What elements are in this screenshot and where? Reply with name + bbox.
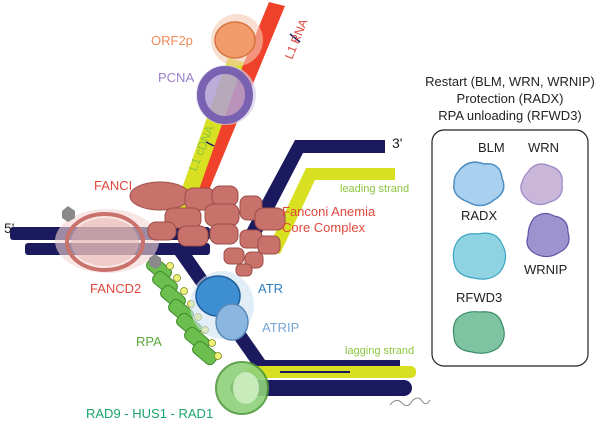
separator-2: - xyxy=(167,406,179,421)
legend-line-2: Protection (RADX) xyxy=(457,91,564,106)
wrnip-blob xyxy=(526,212,570,258)
rpa-label: RPA xyxy=(136,334,162,349)
fanconi-label-line1: Fanconi Anemia xyxy=(282,204,376,219)
fancd2-complex xyxy=(55,209,159,273)
atrip-label: ATRIP xyxy=(262,320,299,335)
signature xyxy=(389,397,431,407)
radx-blob xyxy=(452,232,507,280)
legend-rfwd3-label: RFWD3 xyxy=(456,290,502,305)
fancd2-label: FANCD2 xyxy=(90,281,141,296)
orf2p-label: ORF2p xyxy=(151,33,193,48)
legend-wrnip-label: WRNIP xyxy=(524,262,567,277)
rpa-hexagon xyxy=(149,254,161,269)
rad1-text: RAD1 xyxy=(179,406,214,421)
three-prime-label: 3' xyxy=(392,135,402,151)
rad9-hus1-rad1-label: RAD9 - HUS1 - RAD1 xyxy=(86,406,213,421)
hexagon-marker xyxy=(62,206,75,222)
pcna-clamp xyxy=(196,65,256,125)
l1-rna-label: L1 RNA xyxy=(282,17,311,61)
leading-strand xyxy=(268,168,395,254)
legend-line-1: Restart (BLM, WRN, WRNIP) xyxy=(425,74,595,89)
pcna-label: PCNA xyxy=(158,70,194,85)
legend-panel: Restart (BLM, WRN, WRNIP) Protection (RA… xyxy=(425,74,595,367)
atr-atrip-complex xyxy=(190,271,254,341)
rfwd3-blob xyxy=(452,311,505,354)
fanconi-label-line2: Core Complex xyxy=(282,220,366,235)
diagram-labels: ORF2p L1 RNA PCNA L1 cDNA FANCI FANCD2 F… xyxy=(4,17,414,421)
hus1-text: HUS1 xyxy=(132,406,167,421)
orf2p-protein xyxy=(211,14,263,66)
legend-line-3: RPA unloading (RFWD3) xyxy=(438,108,582,123)
five-prime-label: 5' xyxy=(4,220,14,236)
separator-1: - xyxy=(121,406,133,421)
legend-blm-label: BLM xyxy=(478,140,505,155)
wrn-blob xyxy=(520,163,563,206)
blm-blob xyxy=(453,161,505,207)
leading-strand-label: leading strand xyxy=(340,183,409,195)
fanci-label: FANCI xyxy=(94,178,132,193)
rad9-text: RAD9 xyxy=(86,406,121,421)
legend-wrn-label: WRN xyxy=(528,140,559,155)
fanconi-core-blobs xyxy=(129,181,286,277)
atr-label: ATR xyxy=(258,281,283,296)
rad9-hus1-rad1-clamp xyxy=(215,361,269,415)
lagging-strand-label: lagging strand xyxy=(345,345,414,357)
legend-radx-label: RADX xyxy=(461,208,497,223)
